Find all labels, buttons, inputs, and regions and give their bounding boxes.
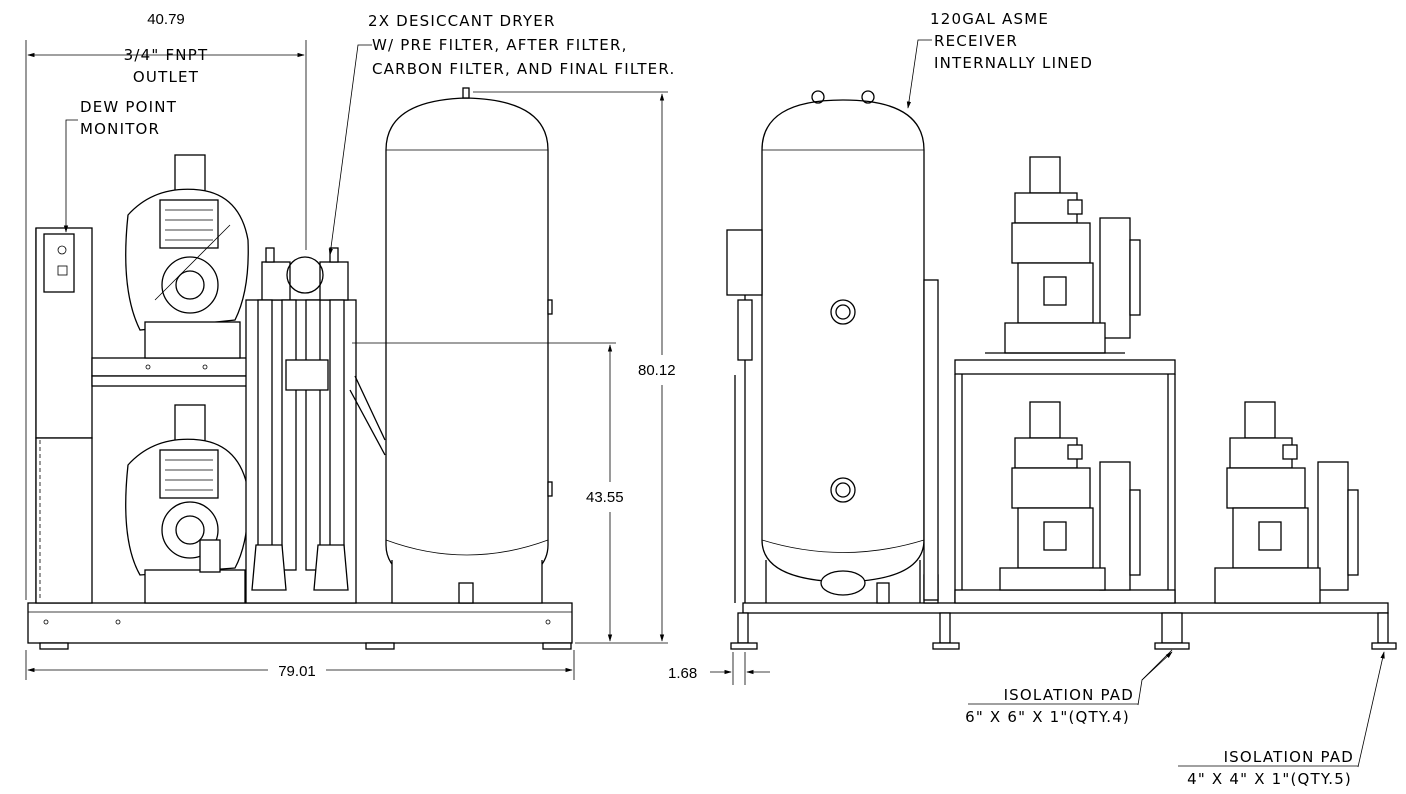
dim-outlet-height: 43.55 <box>586 489 624 506</box>
pad-large-label-line1: ISOLATION PAD <box>1004 686 1134 704</box>
dryer-label-line1: 2X DESICCANT DRYER <box>368 12 556 30</box>
outlet-callout-line1: 3/4" FNPT <box>124 46 209 64</box>
vacuum-pump-lower-right <box>1214 401 1359 604</box>
pad-large-label-line2: 6" X 6" X 1"(QTY.4) <box>965 708 1130 726</box>
receiver-label-line1: 120GAL ASME <box>930 10 1049 28</box>
dew-point-label-line2: MONITOR <box>80 120 160 138</box>
isolation-pad <box>730 642 758 650</box>
front-view <box>27 87 573 650</box>
isolation-pad <box>542 642 572 650</box>
base-skid <box>27 602 573 644</box>
desiccant-dryers <box>245 247 357 604</box>
receiver-tank-front <box>385 87 553 604</box>
dew-point-monitor <box>43 233 75 293</box>
dim-top-width: 40.79 <box>147 11 185 28</box>
isolation-pad <box>365 642 395 650</box>
dew-point-label-line1: DEW POINT <box>80 98 177 116</box>
side-view <box>726 90 1397 650</box>
outlet-callout-line2: OUTLET <box>133 68 199 86</box>
isolation-pad <box>1371 642 1397 650</box>
dim-pad-offset: 1.68 <box>668 665 697 682</box>
isolation-pad <box>39 642 69 650</box>
dryer-label-line3: CARBON FILTER, AND FINAL FILTER. <box>372 60 675 78</box>
receiver-tank-side <box>761 90 939 604</box>
pad-small-label-line2: 4" X 4" X 1"(QTY.5) <box>1187 770 1352 788</box>
receiver-label-line2: RECEIVER <box>934 32 1018 50</box>
compressor-lower <box>125 404 249 604</box>
upper-shelf <box>91 357 251 377</box>
vacuum-pump-lower-left <box>999 401 1141 591</box>
compressor-upper <box>125 154 249 359</box>
isolation-pad <box>1154 642 1190 650</box>
leader-lines <box>63 39 1385 768</box>
isolation-pad <box>932 642 960 650</box>
receiver-label-line3: INTERNALLY LINED <box>934 54 1093 72</box>
dim-overall-height: 80.12 <box>638 362 676 379</box>
dryer-label-line2: W/ PRE FILTER, AFTER FILTER, <box>372 36 628 54</box>
side-base <box>742 602 1389 614</box>
vacuum-pump-upper <box>985 156 1141 354</box>
pad-small-label-line1: ISOLATION PAD <box>1224 748 1354 766</box>
dimension-lines <box>25 40 770 685</box>
dim-overall-length: 79.01 <box>278 663 316 680</box>
compressor-frame-top <box>954 359 1176 375</box>
